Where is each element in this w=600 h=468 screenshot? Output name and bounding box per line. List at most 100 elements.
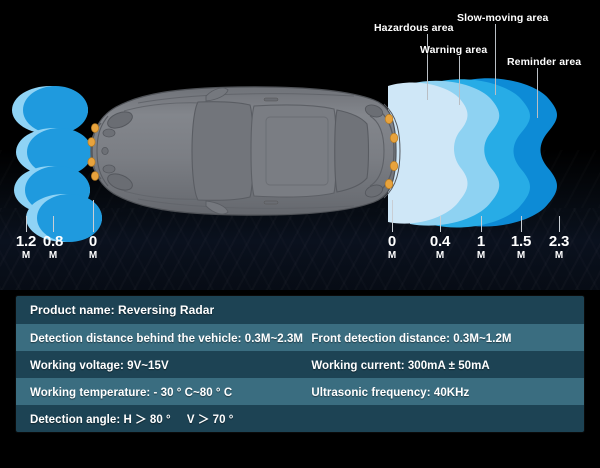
detection-distance-rear-text: Detection distance behind the vehicle: 0…	[30, 332, 304, 345]
rear-sensor-1	[384, 114, 394, 124]
tick-front-0.8m	[53, 216, 54, 232]
table-cell-left: Product name: Reversing Radar	[16, 301, 311, 319]
dist-value: 0	[387, 233, 397, 250]
dist-value: 1.5	[510, 233, 532, 250]
front-sensor-4	[91, 171, 99, 181]
ultrasonic-frequency-text: Ultrasonic frequency: 40KHz	[311, 386, 470, 399]
dist-front-0m: 0 M	[73, 234, 113, 262]
table-row-detection-angle: Detection angle: H ＞ 80 ° V ＞ 70 °	[16, 405, 584, 432]
rear-bumper-line-2	[383, 103, 401, 199]
dist-value: 0.4	[429, 233, 451, 250]
mirror-left	[205, 87, 229, 102]
dist-value: 0	[88, 233, 98, 250]
label-slow-moving-area: Slow-moving area	[457, 12, 549, 24]
leader-slow-moving-area	[495, 24, 496, 95]
detection-distance-front-text: Front detection distance: 0.3M~1.2M	[311, 332, 512, 345]
front-badge	[101, 147, 109, 156]
front-sensors	[87, 123, 99, 181]
windshield	[191, 101, 254, 201]
tick-front-1.2m	[26, 216, 27, 232]
dist-rear-1.5m: 1.5 M	[501, 234, 541, 262]
table-cell-left: Detection angle: H ＞ 80 ° V ＞ 70 °	[16, 410, 311, 428]
leader-reminder-area	[537, 68, 538, 118]
front-sensor-3	[87, 157, 96, 167]
door-handle-left	[263, 97, 279, 102]
tick-rear-0m	[392, 200, 393, 232]
trunk-seam	[369, 115, 385, 187]
detection-angle-text: Detection angle: H ＞ 80 ° V ＞ 70 °	[30, 413, 234, 426]
front-sensor-2	[87, 137, 96, 147]
tick-front-0m	[93, 200, 94, 232]
table-cell-left: Detection distance behind the vehicle: 0…	[16, 329, 311, 347]
tick-rear-0.4m	[440, 216, 441, 232]
working-current-text: Working current: 300mA ± 50mA	[311, 359, 490, 372]
label-warning-area: Warning area	[420, 44, 488, 56]
rear-sensors	[384, 114, 399, 189]
front-lobe-4-inner	[36, 194, 102, 242]
hood-seam-right	[123, 190, 203, 200]
taillight-right	[364, 184, 384, 198]
zone-hazardous-shape	[388, 82, 468, 224]
front-bumper-line-2	[96, 115, 109, 187]
rear-window	[334, 109, 370, 193]
rear-sensor-3	[389, 161, 399, 171]
front-lobe-1-inner	[22, 86, 88, 134]
car-top-view	[78, 76, 404, 226]
door-handle-right	[263, 200, 279, 205]
dist-unit: M	[476, 250, 486, 261]
table-cell-right: Ultrasonic frequency: 40KHz	[311, 383, 584, 401]
side-line-bottom	[137, 198, 355, 209]
dist-value: 1.2	[15, 233, 37, 250]
dist-value: 2.3	[548, 233, 570, 250]
table-cell-left: Working temperature: - 30 ° C~80 ° C	[16, 383, 311, 401]
label-reminder-area: Reminder area	[507, 56, 582, 68]
specification-table: Product name: Reversing Radar Detection …	[16, 296, 584, 432]
dist-front-1.2m: 1.2 M	[6, 234, 46, 262]
working-voltage-text: Working voltage: 9V~15V	[30, 359, 169, 372]
dist-rear-0.4m: 0.4 M	[420, 234, 460, 262]
rear-sensor-2	[389, 133, 399, 143]
tick-rear-2.3m	[559, 216, 560, 232]
table-row-detection-distance: Detection distance behind the vehicle: 0…	[16, 324, 584, 351]
label-hazardous-area: Hazardous area	[374, 22, 454, 34]
dist-rear-2.3m: 2.3 M	[539, 234, 579, 262]
table-row-product-name: Product name: Reversing Radar	[16, 296, 584, 324]
dist-rear-0m: 0 M	[372, 234, 412, 262]
headlight-right	[107, 173, 133, 191]
front-sensor-1	[91, 123, 99, 133]
working-temperature-text: Working temperature: - 30 ° C~80 ° C	[30, 386, 233, 399]
dist-rear-1m: 1 M	[461, 234, 501, 262]
roof	[250, 104, 337, 198]
hood-seam-left	[123, 102, 203, 112]
leader-hazardous-area	[427, 34, 428, 100]
dist-unit: M	[435, 250, 445, 261]
radar-coverage-diagram: Hazardous area Warning area Slow-moving …	[0, 12, 600, 290]
foglight-left	[102, 128, 116, 138]
table-row-voltage-current: Working voltage: 9V~15V Working current:…	[16, 351, 584, 378]
dist-value: 0.8	[42, 233, 64, 250]
tick-rear-1m	[481, 216, 482, 232]
side-line-top	[137, 93, 355, 104]
tick-rear-1.5m	[521, 216, 522, 232]
dist-value: 1	[476, 233, 486, 250]
rear-sonar-zones	[388, 78, 573, 228]
front-lobe-4	[26, 194, 102, 242]
leader-warning-area	[459, 56, 460, 105]
dist-front-0.8m: 0.8 M	[33, 234, 73, 262]
front-lobe-1	[12, 86, 88, 134]
rear-sensor-4	[384, 179, 394, 189]
roof-panel	[265, 116, 329, 186]
table-cell-right: Working current: 300mA ± 50mA	[311, 356, 584, 374]
dist-unit: M	[516, 250, 526, 261]
dist-unit: M	[554, 250, 564, 261]
taillight-left	[364, 104, 384, 118]
table-cell-left: Working voltage: 9V~15V	[16, 356, 311, 374]
foglight-right	[102, 164, 116, 174]
table-cell-right: Front detection distance: 0.3M~1.2M	[311, 329, 584, 347]
dist-unit: M	[21, 250, 31, 261]
headlight-left	[107, 111, 133, 129]
dist-unit: M	[88, 250, 98, 261]
mirror-right	[205, 200, 229, 215]
dist-unit: M	[48, 250, 58, 261]
